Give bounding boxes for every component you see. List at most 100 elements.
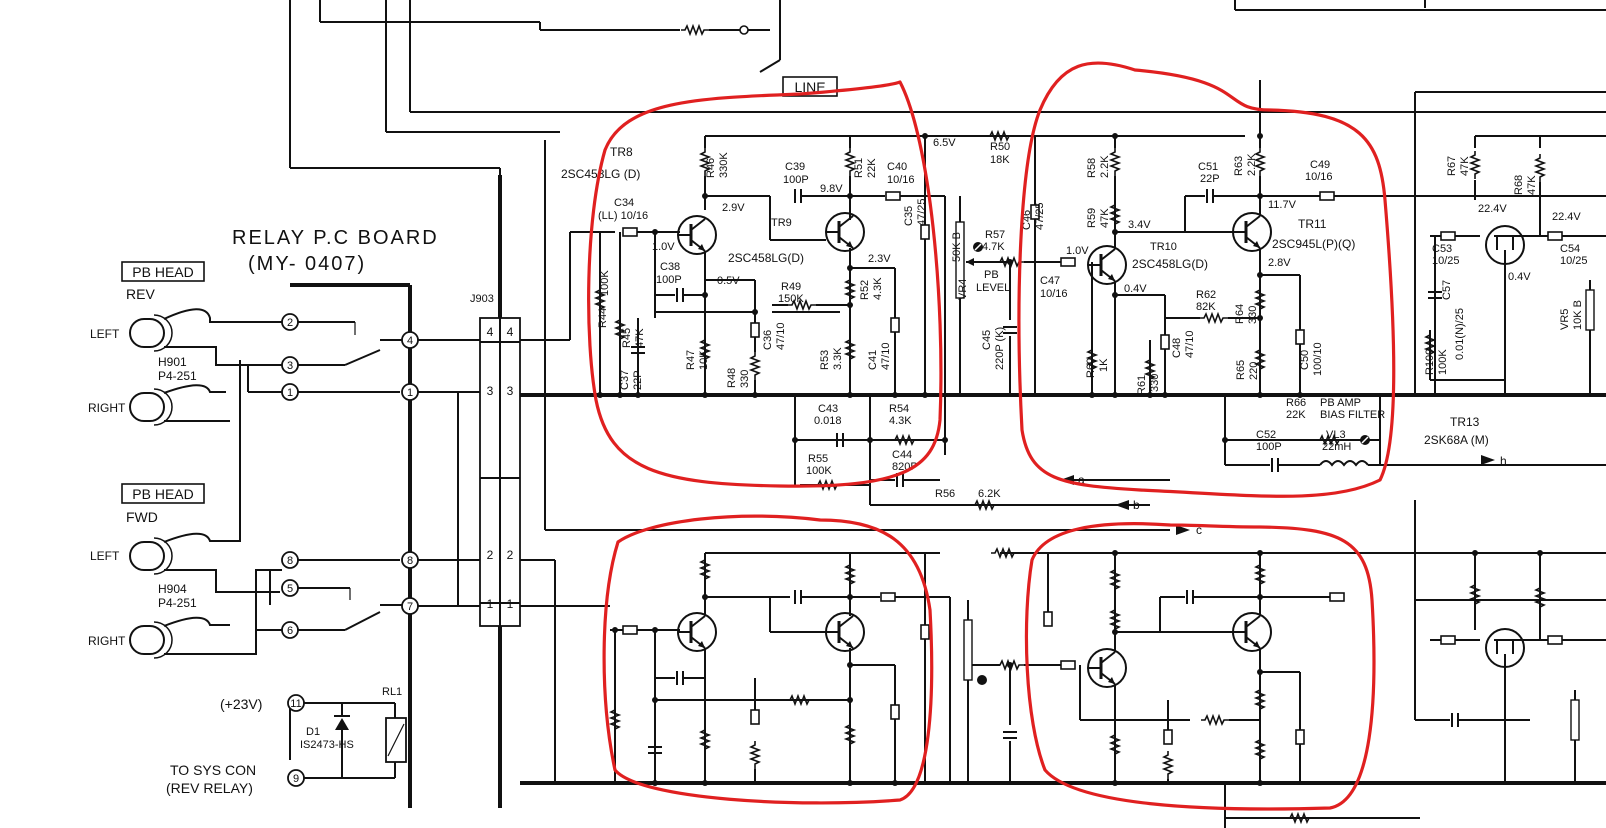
svg-text:C40: C40 xyxy=(887,161,907,173)
svg-text:C38: C38 xyxy=(660,261,680,273)
svg-text:4: 4 xyxy=(407,335,413,347)
svg-text:R59: R59 xyxy=(1086,208,1098,228)
rev-left-label: LEFT xyxy=(90,327,120,341)
svg-text:C54: C54 xyxy=(1560,243,1580,255)
svg-text:b: b xyxy=(1133,498,1140,512)
svg-text:C39: C39 xyxy=(785,161,805,173)
svg-text:R60: R60 xyxy=(1085,358,1097,378)
svg-text:R63: R63 xyxy=(1233,156,1245,176)
svg-text:2SC945L(P)(Q): 2SC945L(P)(Q) xyxy=(1272,237,1355,251)
svg-text:2.9V: 2.9V xyxy=(722,202,745,214)
svg-text:R50: R50 xyxy=(990,141,1010,153)
stage2-bottom-circuit xyxy=(1043,553,1420,828)
svg-text:47/10: 47/10 xyxy=(880,342,892,370)
pin-7: 7 xyxy=(401,597,419,615)
svg-text:R44: R44 xyxy=(597,308,609,328)
svg-text:TR8: TR8 xyxy=(610,145,633,159)
svg-text:2SC458LG(D): 2SC458LG(D) xyxy=(1132,257,1208,271)
pb-head-rev-label: PB HEAD xyxy=(132,264,193,280)
svg-text:C44: C44 xyxy=(892,449,912,461)
svg-text:R62: R62 xyxy=(1196,289,1216,301)
red-circle-stage2-top xyxy=(1017,61,1396,498)
pin-4: 4 xyxy=(401,331,419,349)
svg-text:11: 11 xyxy=(290,698,301,710)
svg-text:22P: 22P xyxy=(632,370,644,390)
svg-text:82K: 82K xyxy=(1196,301,1216,313)
svg-text:C36: C36 xyxy=(762,330,774,350)
bottom-dots xyxy=(612,550,1543,786)
svg-text:6.5V: 6.5V xyxy=(933,137,956,149)
svg-text:10/16: 10/16 xyxy=(1305,171,1333,183)
svg-text:R52: R52 xyxy=(859,280,871,300)
svg-text:22.4V: 22.4V xyxy=(1478,203,1507,215)
svg-text:47K: 47K xyxy=(634,328,646,348)
svg-text:8: 8 xyxy=(287,555,293,567)
h901-label: H901 xyxy=(158,355,187,369)
svg-text:18K: 18K xyxy=(990,154,1010,166)
pin-9: 9 xyxy=(287,769,305,787)
svg-text:10/16: 10/16 xyxy=(887,174,915,186)
svg-text:C53: C53 xyxy=(1432,243,1452,255)
stage2-circuit xyxy=(1060,80,1606,506)
fwd-right-head-icon xyxy=(129,621,173,659)
svg-text:2: 2 xyxy=(507,548,514,562)
svg-text:0.4V: 0.4V xyxy=(1508,271,1531,283)
svg-text:C51: C51 xyxy=(1198,161,1218,173)
svg-text:R55: R55 xyxy=(808,453,828,465)
right-labels: R67 47K R68 47K 22.4V 22.4V C53 10/25 C5… xyxy=(1424,156,1588,447)
svg-text:R57: R57 xyxy=(985,229,1005,241)
relay-board-model: (MY- 0407) xyxy=(248,253,366,275)
svg-text:R46: R46 xyxy=(705,158,717,178)
right-circuit xyxy=(1414,91,1606,728)
svg-text:BIAS FILTER: BIAS FILTER xyxy=(1320,409,1385,421)
svg-text:10/16: 10/16 xyxy=(1040,288,1068,300)
svg-text:1: 1 xyxy=(407,387,413,399)
svg-text:10K B: 10K B xyxy=(1572,300,1584,330)
svg-text:R54: R54 xyxy=(889,403,909,415)
svg-text:TR11: TR11 xyxy=(1298,217,1327,231)
supply-voltage: (+23V) xyxy=(220,696,262,712)
svg-text:c: c xyxy=(1196,523,1202,537)
rev-relay-label: (REV RELAY) xyxy=(166,780,253,796)
svg-text:R45: R45 xyxy=(621,328,633,348)
svg-text:100P: 100P xyxy=(656,274,682,286)
svg-text:VR4: VR4 xyxy=(957,279,969,300)
red-circle-stage2-bottom xyxy=(1024,522,1376,811)
svg-text:VR5: VR5 xyxy=(1559,309,1571,330)
svg-text:R48: R48 xyxy=(726,368,738,388)
svg-text:47K: 47K xyxy=(1099,208,1111,228)
pin-8-right: 8 xyxy=(401,551,419,569)
svg-text:22.4V: 22.4V xyxy=(1552,211,1581,223)
svg-text:C45: C45 xyxy=(981,330,993,350)
svg-text:1K: 1K xyxy=(1098,358,1110,372)
pin-1-left: 1 xyxy=(281,383,299,401)
svg-text:11.7V: 11.7V xyxy=(1268,199,1297,211)
svg-text:5: 5 xyxy=(287,583,293,595)
svg-text:C49: C49 xyxy=(1310,159,1330,171)
svg-text:22K: 22K xyxy=(866,158,878,178)
svg-text:C41: C41 xyxy=(867,350,879,370)
svg-text:3.4V: 3.4V xyxy=(1128,219,1151,231)
svg-text:a: a xyxy=(1078,473,1085,487)
svg-text:47/25: 47/25 xyxy=(916,198,928,226)
pin-2: 2 xyxy=(281,313,299,331)
svg-text:R61: R61 xyxy=(1136,375,1148,395)
svg-text:C50: C50 xyxy=(1299,350,1311,370)
svg-text:R49: R49 xyxy=(781,281,801,293)
svg-text:R68: R68 xyxy=(1513,175,1525,195)
svg-text:0.4V: 0.4V xyxy=(1124,283,1147,295)
pin-6: 6 xyxy=(281,621,299,639)
rev-label: REV xyxy=(126,286,155,302)
svg-text:0.01(N)/25: 0.01(N)/25 xyxy=(1454,308,1466,360)
svg-text:3.3K: 3.3K xyxy=(832,347,844,370)
svg-text:R47: R47 xyxy=(685,350,697,370)
svg-text:C35: C35 xyxy=(903,206,915,226)
svg-text:220P (K): 220P (K) xyxy=(994,327,1006,370)
svg-text:10/25: 10/25 xyxy=(1432,255,1460,267)
svg-text:10/25: 10/25 xyxy=(1560,255,1588,267)
stage1-circuit xyxy=(595,135,1245,510)
red-circle-stage1-top xyxy=(587,80,943,488)
svg-text:C37: C37 xyxy=(619,370,631,390)
stage2-dots xyxy=(1089,133,1303,443)
